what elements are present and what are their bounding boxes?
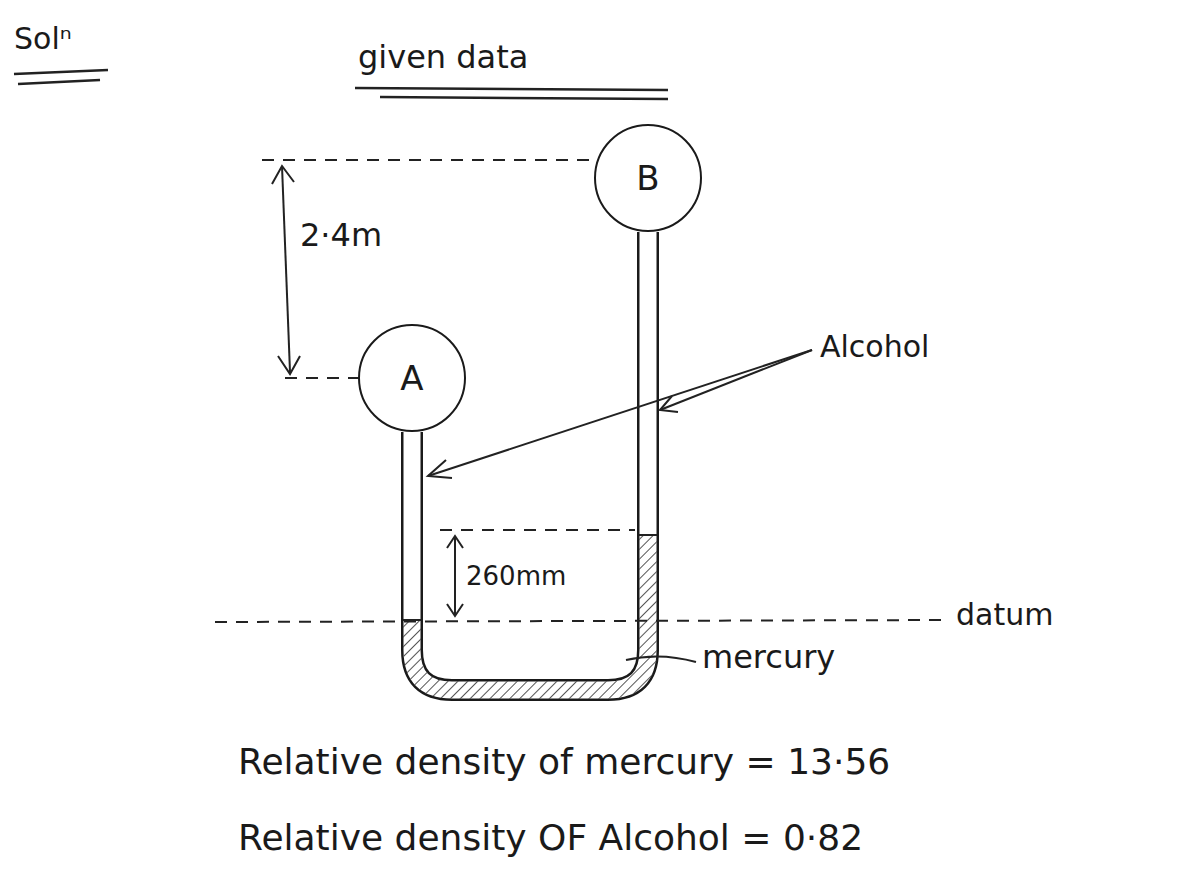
arrowhead (278, 356, 300, 374)
dimension-text: 260mm (466, 562, 566, 591)
underline (14, 70, 108, 74)
dimension-text: 2·4m (300, 218, 382, 253)
arrowhead (428, 460, 452, 478)
leader-line (626, 656, 696, 662)
solution-heading: Solⁿ (14, 22, 72, 55)
node-letter: A (400, 358, 423, 398)
dimension-line (440, 529, 635, 531)
underline (380, 97, 668, 99)
mercury-column (412, 535, 648, 690)
callout-label: datum (956, 598, 1053, 631)
underline (355, 88, 668, 90)
section-heading: given data (358, 40, 528, 75)
callout-label: Alcohol (820, 330, 929, 363)
pipe-circle: B (594, 124, 702, 232)
leader-line (428, 350, 812, 476)
given-value: Relative density of mercury = 13·56 (238, 742, 890, 782)
arrowhead (447, 604, 463, 616)
dimension-line (262, 159, 596, 161)
underline (18, 80, 100, 84)
datum-line (215, 620, 950, 622)
pipe-circle: A (358, 324, 466, 432)
leader-line (660, 350, 812, 410)
mercury-level (639, 534, 657, 536)
node-letter: B (636, 158, 659, 198)
dimension-arrow (454, 536, 456, 616)
given-value: Relative density OF Alcohol = 0·82 (238, 818, 863, 858)
arrowhead (660, 396, 678, 412)
arrowhead (447, 536, 463, 548)
arrowhead (272, 166, 294, 184)
dimension-arrow (282, 166, 290, 372)
callout-label: mercury (702, 640, 835, 675)
dimension-line (285, 377, 360, 379)
